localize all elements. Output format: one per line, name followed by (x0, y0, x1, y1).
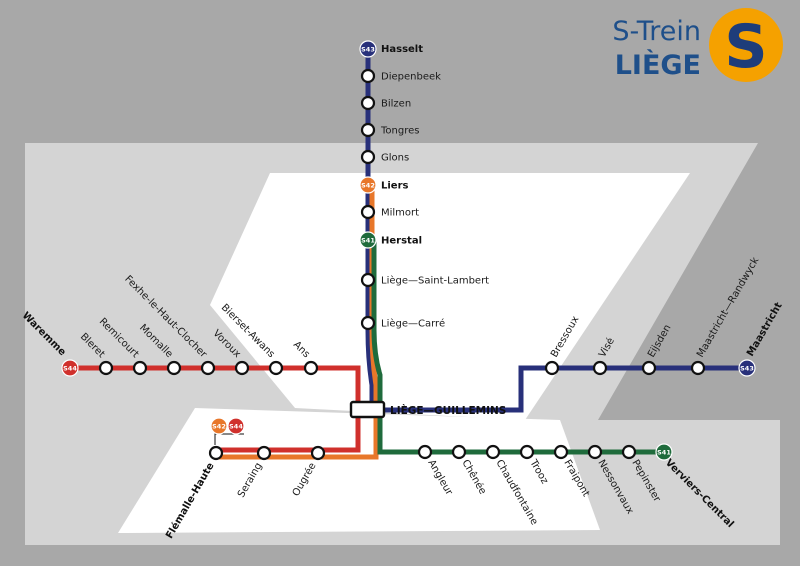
station-liege-saint-lambert[interactable]: Liège—Saint-Lambert (360, 272, 489, 288)
station-tongres[interactable]: Tongres (360, 122, 419, 138)
s44-terminus-badge (61, 359, 79, 377)
station-dot (417, 444, 433, 460)
station-dot (360, 122, 376, 138)
station-label: Bilzen (381, 99, 411, 110)
station-dot (208, 445, 224, 461)
station-label: Herstal (381, 236, 422, 247)
logo-disc (709, 8, 783, 82)
station-label: Liers (381, 181, 409, 192)
station-dot (621, 444, 637, 460)
s41-badge-label: S41 (361, 237, 375, 245)
s42-terminus-badge (210, 417, 228, 435)
station-dot (256, 445, 272, 461)
station-liers[interactable]: S42 Liers (359, 176, 409, 194)
station-hasselt[interactable]: S43 Hasselt (359, 40, 423, 58)
station-dot (544, 360, 560, 376)
station-dot (519, 444, 535, 460)
station-dot (132, 360, 148, 376)
station-label: Milmort (381, 208, 419, 219)
s-logo-icon: S (709, 8, 783, 82)
s43-badge-label: S43 (740, 365, 754, 373)
logo-letter: S (724, 12, 767, 82)
valley-area-south (118, 408, 600, 533)
station-dot (166, 360, 182, 376)
station-diepenbeek[interactable]: Diepenbeek (360, 68, 441, 84)
s44-terminus-badge (227, 417, 245, 435)
station-herstal[interactable]: S41 Herstal (359, 231, 422, 249)
brand-city: LIÈGE (615, 49, 701, 81)
station-dot (360, 149, 376, 165)
station-dot (360, 95, 376, 111)
s41-badge-label: S41 (657, 449, 671, 457)
s44-badge-label: S44 (63, 365, 77, 373)
station-dot (592, 360, 608, 376)
station-bilzen[interactable]: Bilzen (360, 95, 411, 111)
s42-terminus-badge (359, 176, 377, 194)
brand-title: S-Trein (612, 16, 701, 47)
station-dot (200, 360, 216, 376)
s42-badge-label: S42 (361, 182, 375, 190)
station-dot (485, 444, 501, 460)
station-dot (360, 315, 376, 331)
brand-block: S-Trein LIÈGE S (612, 8, 783, 82)
station-label: Hasselt (381, 44, 423, 55)
s43-badge-label: S43 (361, 46, 375, 54)
s43-terminus-badge (359, 40, 377, 58)
station-dot (360, 68, 376, 84)
hub-label: LIÈGE—GUILLEMINS (390, 404, 506, 417)
station-milmort[interactable]: Milmort (360, 204, 419, 220)
s43-terminus-badge (738, 359, 756, 377)
station-glons[interactable]: Glons (360, 149, 409, 165)
station-label: Liège—Saint-Lambert (381, 275, 489, 287)
s41-terminus-badge (655, 443, 673, 461)
station-label: Tongres (380, 126, 419, 137)
station-dot (234, 360, 250, 376)
north-trunk-stations: S43 Hasselt Diepenbeek Bilzen Tongres Gl… (359, 40, 489, 331)
station-label: Glons (381, 153, 409, 164)
hub-marker (349, 400, 386, 419)
station-dot (360, 272, 376, 288)
station-dot (451, 444, 467, 460)
station-dot (268, 360, 284, 376)
station-dot (360, 204, 376, 220)
s44-badge-label: S44 (229, 423, 243, 431)
valley-area-north (210, 173, 690, 420)
station-label: Liège—Carré (381, 318, 445, 330)
line-s41-route (371, 240, 664, 455)
station-label: Diepenbeek (381, 72, 441, 83)
line-s43-route (365, 48, 748, 413)
station-dot (303, 360, 319, 376)
station-dot (641, 360, 657, 376)
s42-badge-label: S42 (212, 423, 226, 431)
station-liege-guillemins[interactable]: LIÈGE—GUILLEMINS (349, 400, 506, 419)
station-liege-carre[interactable]: Liège—Carré (360, 315, 445, 331)
station-dot (98, 360, 114, 376)
station-dot (553, 444, 569, 460)
s41-terminus-badge (359, 231, 377, 249)
station-dot (587, 444, 603, 460)
station-dot (690, 360, 706, 376)
station-dot (310, 445, 326, 461)
